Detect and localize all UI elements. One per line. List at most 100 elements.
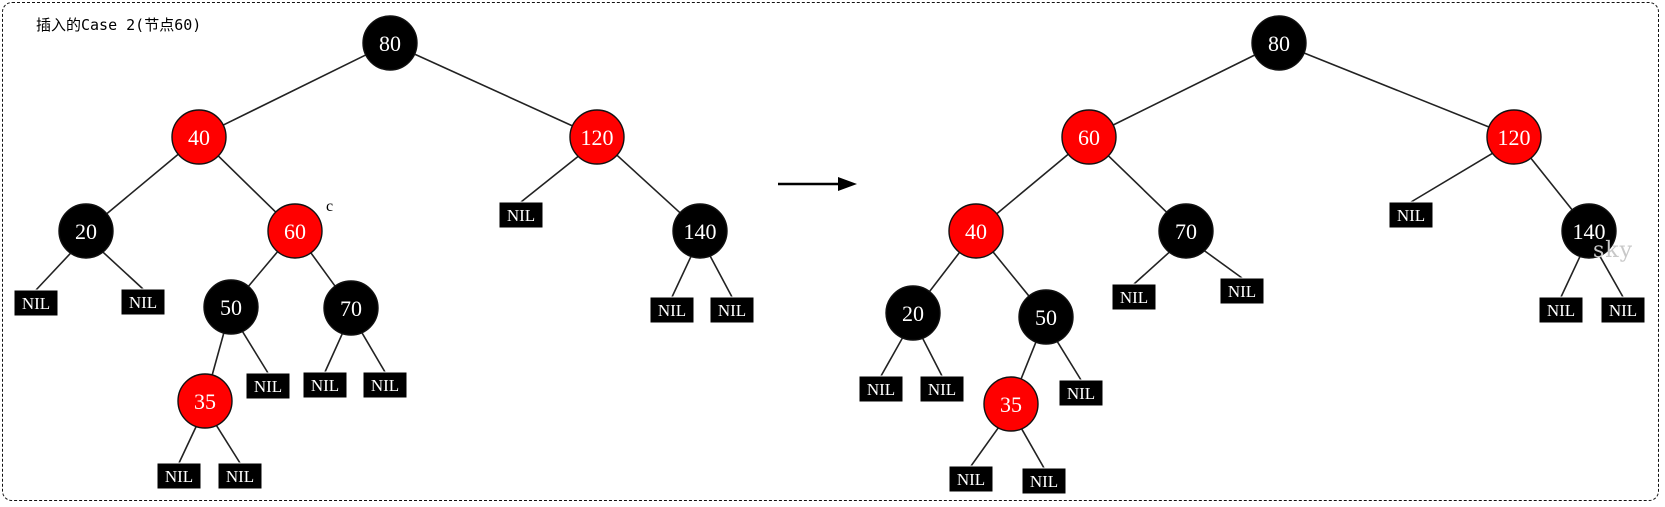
node-140-black [1561, 203, 1617, 259]
node-label: 20 [75, 219, 97, 244]
node-35-red [983, 376, 1039, 432]
node-label: 80 [1268, 31, 1290, 56]
nil-leaf [498, 201, 544, 229]
arrow-head-icon [838, 177, 857, 191]
nil-leaf [362, 371, 408, 399]
edge-50-n50b [1056, 341, 1082, 381]
nil-label: NIL [1067, 384, 1095, 403]
nil-leaf [1600, 296, 1646, 324]
nil-label: NIL [1609, 301, 1637, 320]
nil-leaf [709, 296, 755, 324]
node-80-black [362, 15, 418, 71]
nil-label: NIL [1120, 288, 1148, 307]
edge-60-50 [247, 251, 279, 287]
edge-120-n120a [1410, 152, 1493, 203]
edge-20-n20b [102, 251, 144, 290]
nil-leaf [948, 465, 994, 493]
edge-40-20 [106, 153, 179, 215]
nil-label: NIL [254, 377, 282, 396]
edge-140-n140a [1560, 256, 1581, 298]
edge-20-n20b [921, 337, 943, 377]
edge-50-35 [1020, 341, 1037, 380]
nil-leaf [302, 371, 348, 399]
nil-label: NIL [22, 294, 50, 313]
nil-label: NIL [1547, 301, 1575, 320]
nil-label: NIL [165, 467, 193, 486]
nil-label: NIL [129, 293, 157, 312]
node-label: 70 [1175, 219, 1197, 244]
node-label: 60 [1078, 125, 1100, 150]
node-label: 60 [284, 219, 306, 244]
node-50-black [1018, 289, 1074, 345]
nil-leaf [1111, 283, 1157, 311]
nil-label: NIL [928, 380, 956, 399]
edge-60-70 [1107, 155, 1168, 213]
nil-label: NIL [1228, 282, 1256, 301]
edge-80-120 [414, 53, 573, 127]
edge-70-n70b [361, 332, 386, 373]
transform-arrow [778, 177, 857, 191]
node-label: 35 [1000, 392, 1022, 417]
edge-120-140 [1530, 157, 1573, 211]
node-120-red [569, 109, 625, 165]
node-label: 35 [194, 389, 216, 414]
nil-leaf [649, 296, 695, 324]
node-label: 120 [581, 125, 614, 150]
nil-leaf [919, 375, 965, 403]
node-60-red [1061, 109, 1117, 165]
nil-leaf [217, 462, 263, 490]
node-80-black [1251, 15, 1307, 71]
edge-70-n70a [1133, 251, 1170, 285]
node-label: 80 [379, 31, 401, 56]
edge-35-n35b [1020, 428, 1045, 469]
edge-120-n120a [520, 155, 579, 203]
dashed-frame [2, 2, 1659, 501]
node-40-red [171, 109, 227, 165]
nil-leaf [1538, 296, 1584, 324]
edge-40-50 [992, 251, 1030, 297]
edge-50-n50b [241, 331, 269, 374]
nil-leaf [1388, 201, 1434, 229]
node-40-red [948, 203, 1004, 259]
nil-leaf [1058, 379, 1104, 407]
node-50-black [203, 279, 259, 335]
node-label: 40 [188, 125, 210, 150]
edge-60-40 [996, 153, 1069, 215]
nil-leaf [156, 462, 202, 490]
node-label: 140 [1573, 219, 1606, 244]
edge-140-n140a [671, 256, 692, 298]
nil-leaf [858, 375, 904, 403]
nil-label: NIL [957, 470, 985, 489]
edge-35-n35a [970, 427, 999, 467]
node-120-red [1486, 109, 1542, 165]
edge-20-n20a [35, 252, 72, 291]
nil-label: NIL [226, 467, 254, 486]
diagram-caption: 插入的Case 2(节点60) [36, 16, 202, 34]
nil-leaf [245, 372, 291, 400]
edge-80-60 [1112, 54, 1256, 126]
nil-label: NIL [867, 380, 895, 399]
node-20-black [58, 203, 114, 259]
edge-35-n35b [215, 425, 241, 464]
nil-label: NIL [371, 376, 399, 395]
edge-35-n35a [178, 426, 197, 464]
edge-70-n70a [324, 333, 344, 373]
edge-40-60 [217, 155, 277, 213]
nil-leaf [120, 288, 166, 316]
node-20-black [885, 285, 941, 341]
node-label: 40 [965, 219, 987, 244]
watermark-text: sky [1593, 238, 1634, 263]
nil-label: NIL [1030, 472, 1058, 491]
nil-label: NIL [1397, 206, 1425, 225]
edge-60-70 [310, 252, 336, 287]
nil-label: NIL [718, 301, 746, 320]
node-label: 20 [902, 301, 924, 326]
node-70-black [1158, 203, 1214, 259]
edge-40-20 [928, 251, 961, 293]
node-60-red [267, 203, 323, 259]
edge-20-n20a [880, 337, 904, 377]
